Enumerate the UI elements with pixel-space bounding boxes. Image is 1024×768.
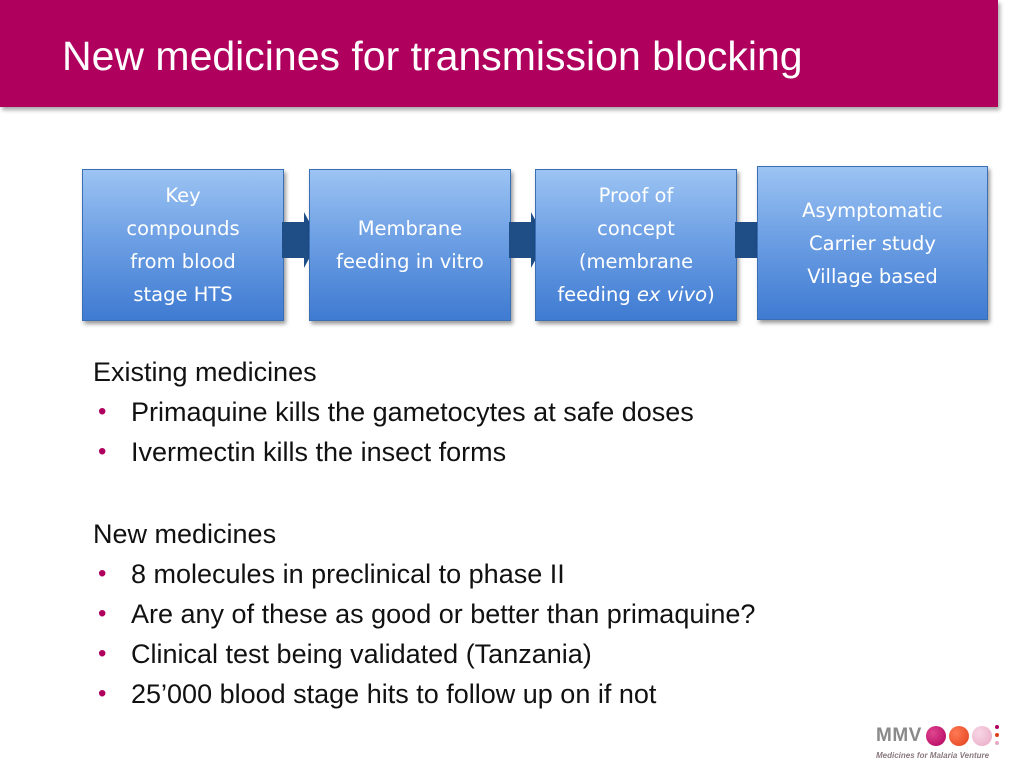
flow-step-line: Key	[165, 184, 201, 207]
flow-step-line: Proof of	[598, 184, 674, 207]
flow-step-line: Membrane	[357, 217, 463, 240]
mmv-logo: MMV Medicines for Malaria Venture	[876, 722, 1006, 766]
bullet-icon: •	[98, 680, 107, 707]
list-item-text: Are any of these as good or better than …	[131, 599, 756, 629]
flow-step-membrane-feeding: Membrane feeding in vitro	[309, 169, 511, 321]
flow-step-line: concept	[597, 217, 675, 240]
slide-title: New medicines for transmission blocking	[62, 33, 803, 79]
section-heading-existing: Existing medicines	[93, 357, 317, 387]
logo-dot-icon	[926, 726, 946, 746]
list-item-text: Ivermectin kills the insect forms	[131, 437, 507, 467]
list-item: • Primaquine kills the gametocytes at saf…	[93, 392, 973, 432]
flow-step-line: feeding in vitro	[336, 250, 484, 273]
flow-step-line: compounds	[126, 217, 240, 240]
bullet-icon: •	[98, 640, 107, 667]
flow-step-line: Asymptomatic	[802, 198, 943, 222]
logo-dot-icon	[972, 726, 992, 746]
list-item-text: 25’000 blood stage hits to follow up on …	[131, 679, 657, 709]
flow-step-line: feeding ex vivo)	[557, 278, 714, 311]
slide-body: Existing medicines • Primaquine kills the…	[93, 352, 973, 714]
list-item-text: Clinical test being validated (Tanzania)	[131, 639, 592, 669]
bullet-icon: •	[98, 600, 107, 627]
logo-wordmark: MMV	[876, 725, 922, 746]
flow-step-asymptomatic-carrier: Asymptomatic Carrier study Village based	[757, 166, 988, 320]
list-item: • Ivermectin kills the insect forms	[93, 432, 973, 472]
flow-step-line: Carrier study	[809, 231, 936, 255]
flow-step-line: Village based	[807, 264, 938, 288]
title-bar: New medicines for transmission blocking	[0, 0, 998, 107]
bullet-icon: •	[98, 560, 107, 587]
bullet-icon: •	[98, 398, 107, 425]
section-heading-new: New medicines	[93, 519, 277, 549]
bullet-list-new: •8 molecules in preclinical to phase II …	[93, 554, 973, 714]
flow-step-line: stage HTS	[133, 283, 233, 306]
list-item: • 8 molecules in preclinical to phase II	[93, 554, 973, 594]
flow-step-line-italic: ex vivo	[636, 283, 708, 306]
flow-step-proof-of-concept: Proof of concept (membrane feeding ex vi…	[535, 169, 737, 321]
spacer	[93, 472, 973, 514]
list-item: • Are any of these as good or better than…	[93, 594, 973, 634]
list-item-text: Primaquine kills the gametocytes at safe…	[131, 397, 694, 427]
bullet-icon: •	[98, 438, 107, 465]
logo-small-dot-icon	[995, 725, 999, 729]
flow-step-key-compounds: Key compounds from blood stage HTS	[82, 169, 284, 321]
list-item: • 25’000 blood stage hits to follow up on…	[93, 674, 973, 714]
flow-step-line: from blood	[130, 250, 236, 273]
flow-step-text: Proof of concept (membrane feeding ex vi…	[557, 179, 714, 311]
bullet-list-existing: • Primaquine kills the gametocytes at saf…	[93, 392, 973, 472]
logo-tagline: Medicines for Malaria Venture	[876, 751, 990, 760]
logo-small-dot-icon	[995, 733, 999, 737]
logo-dot-icon	[949, 726, 969, 746]
list-item-text: 8 molecules in preclinical to phase II	[131, 559, 565, 589]
flow-step-text: Key compounds from blood stage HTS	[126, 179, 239, 311]
logo-small-dot-icon	[995, 741, 999, 745]
list-item: • Clinical test being validated (Tanzania…	[93, 634, 973, 674]
flow-step-line-prefix: feeding	[557, 283, 637, 306]
flow-step-text: Membrane feeding in vitro	[336, 212, 484, 278]
flow-step-line-suffix: )	[707, 283, 715, 306]
flow-step-line: (membrane	[578, 250, 694, 273]
flow-step-text: Asymptomatic Carrier study Village based	[802, 194, 943, 293]
